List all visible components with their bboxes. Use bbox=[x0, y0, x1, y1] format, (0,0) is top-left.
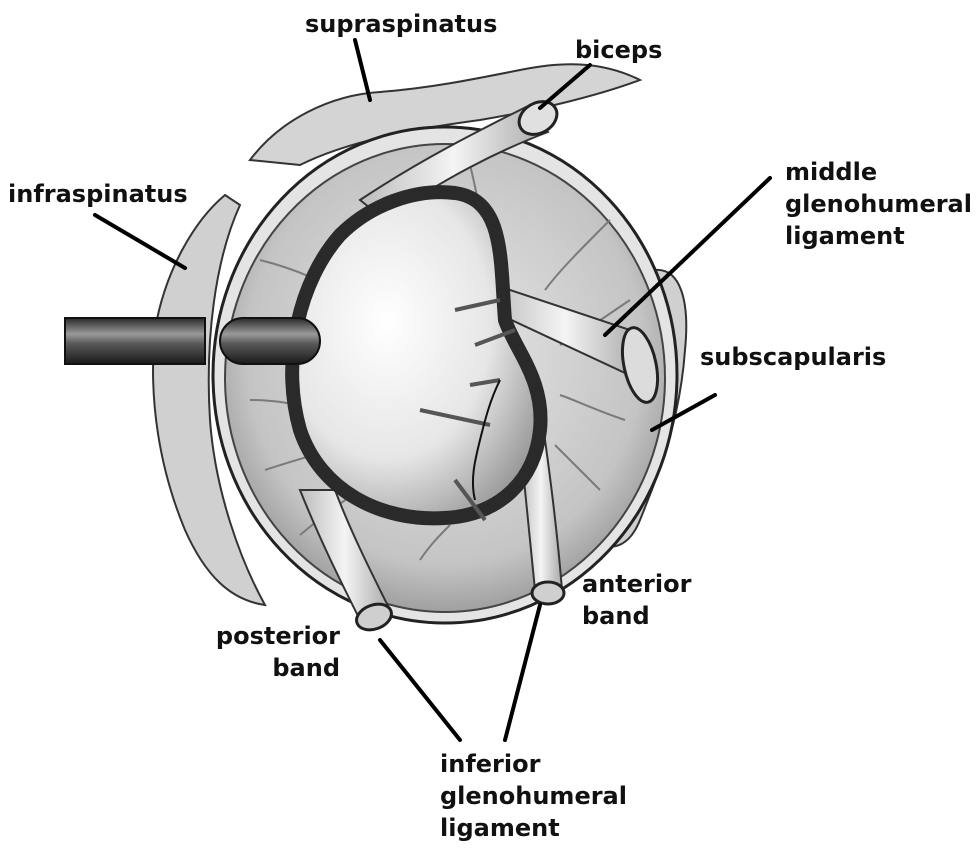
label-anterior-band: anterior band bbox=[582, 568, 691, 632]
glenoid-surface bbox=[292, 192, 540, 518]
anterior-band-end bbox=[532, 582, 564, 604]
label-infraspinatus: infraspinatus bbox=[8, 178, 188, 210]
label-middle-glenohumeral-ligament: middle glenohumeral ligament bbox=[785, 156, 972, 252]
arthroscope-inner bbox=[220, 318, 320, 364]
leader-supraspinatus bbox=[355, 40, 370, 100]
label-posterior-band: posterior band bbox=[200, 620, 340, 684]
leader-anterior bbox=[505, 605, 540, 740]
label-supraspinatus: supraspinatus bbox=[305, 8, 497, 40]
leader-posterior bbox=[380, 640, 460, 740]
arthroscope-outer bbox=[65, 318, 205, 364]
label-inferior-glenohumeral-ligament: inferior glenohumeral ligament bbox=[440, 748, 627, 844]
label-subscapularis: subscapularis bbox=[700, 341, 886, 373]
leader-infraspinatus bbox=[95, 215, 185, 268]
label-biceps: biceps bbox=[575, 34, 662, 66]
